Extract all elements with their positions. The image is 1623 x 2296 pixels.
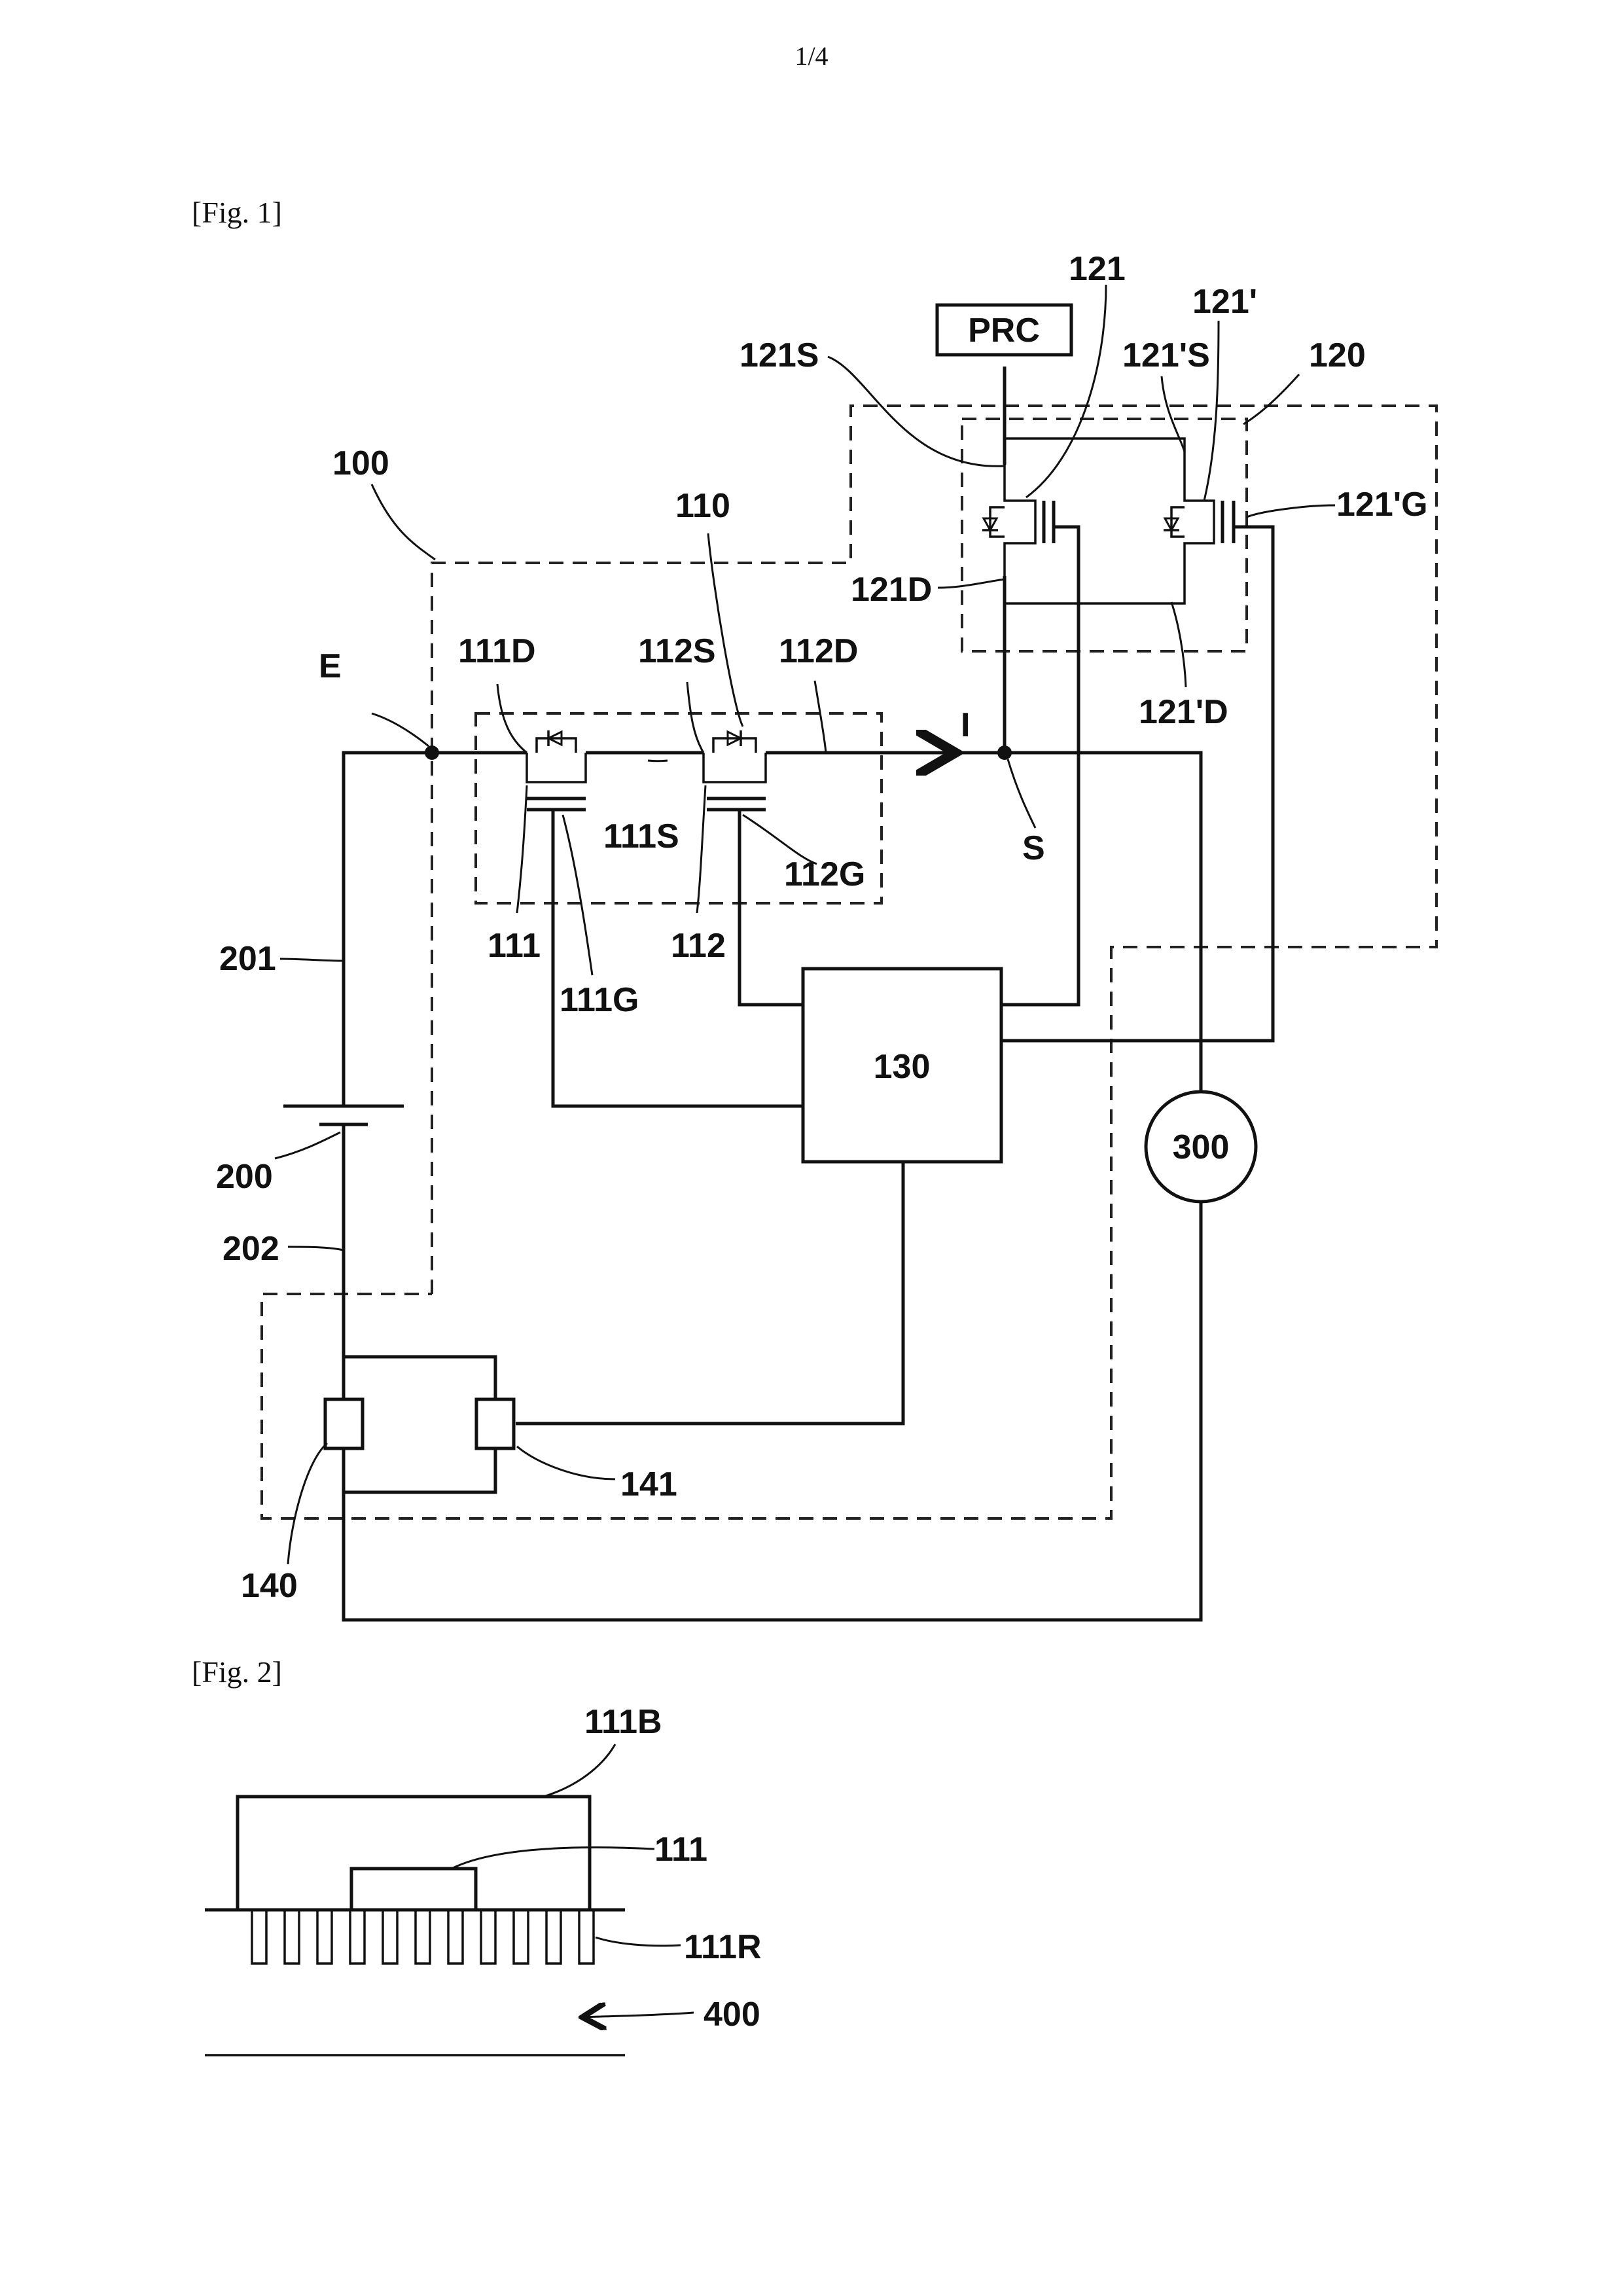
- label-201: 201: [219, 940, 276, 978]
- motor-300-label: 300: [1173, 1128, 1230, 1166]
- battery-200: [283, 1106, 404, 1124]
- boundary-100: [262, 406, 1436, 1518]
- node-S: [997, 745, 1012, 760]
- switch-element-111: [351, 1869, 476, 1910]
- label-111S: 111S: [603, 817, 679, 855]
- label-S: S: [1022, 829, 1045, 867]
- sensor-140: [325, 1399, 363, 1448]
- heatsink-body-111B: [238, 1797, 590, 1910]
- label-112G: 112G: [784, 855, 865, 893]
- label-121-prime: 121': [1192, 283, 1257, 321]
- leader-lines: [275, 285, 1335, 1564]
- mosfet-111: [527, 730, 586, 810]
- label-111R: 111R: [684, 1928, 762, 1966]
- label-E: E: [319, 647, 342, 685]
- label-121-prime-S: 121'S: [1122, 336, 1210, 374]
- label-111G: 111G: [560, 981, 639, 1019]
- label-111D: 111D: [458, 632, 536, 670]
- label-112D: 112D: [779, 632, 858, 670]
- label-121-prime-D: 121'D: [1139, 693, 1228, 731]
- label-100: 100: [332, 444, 389, 482]
- mosfet-112: [704, 730, 766, 810]
- label-200: 200: [216, 1158, 273, 1196]
- label-112: 112: [671, 927, 726, 965]
- label-400: 400: [704, 1996, 760, 2034]
- label-I: I: [961, 706, 970, 744]
- label-141: 141: [620, 1465, 677, 1503]
- controller-130-label: 130: [874, 1048, 931, 1086]
- label-110: 110: [675, 487, 730, 525]
- label-121-prime-G: 121'G: [1336, 486, 1428, 524]
- node-E: [425, 745, 439, 760]
- label-121S: 121S: [740, 336, 819, 374]
- label-111: 111: [488, 927, 541, 965]
- prc-label: PRC: [968, 312, 1040, 350]
- mosfet-121-prime: [1005, 439, 1234, 603]
- label-fig2-111: 111: [654, 1831, 707, 1869]
- sensor-141: [476, 1399, 514, 1448]
- label-120: 120: [1309, 336, 1366, 374]
- label-111B: 111B: [584, 1703, 662, 1741]
- fig2-drawing: 111B 111 111R 400: [205, 1703, 762, 2055]
- label-121D: 121D: [851, 571, 932, 609]
- label-140: 140: [241, 1567, 298, 1605]
- radiation-fins-111R: [252, 1910, 594, 1964]
- label-202: 202: [223, 1230, 279, 1268]
- label-121: 121: [1069, 250, 1126, 288]
- label-112S: 112S: [638, 632, 716, 670]
